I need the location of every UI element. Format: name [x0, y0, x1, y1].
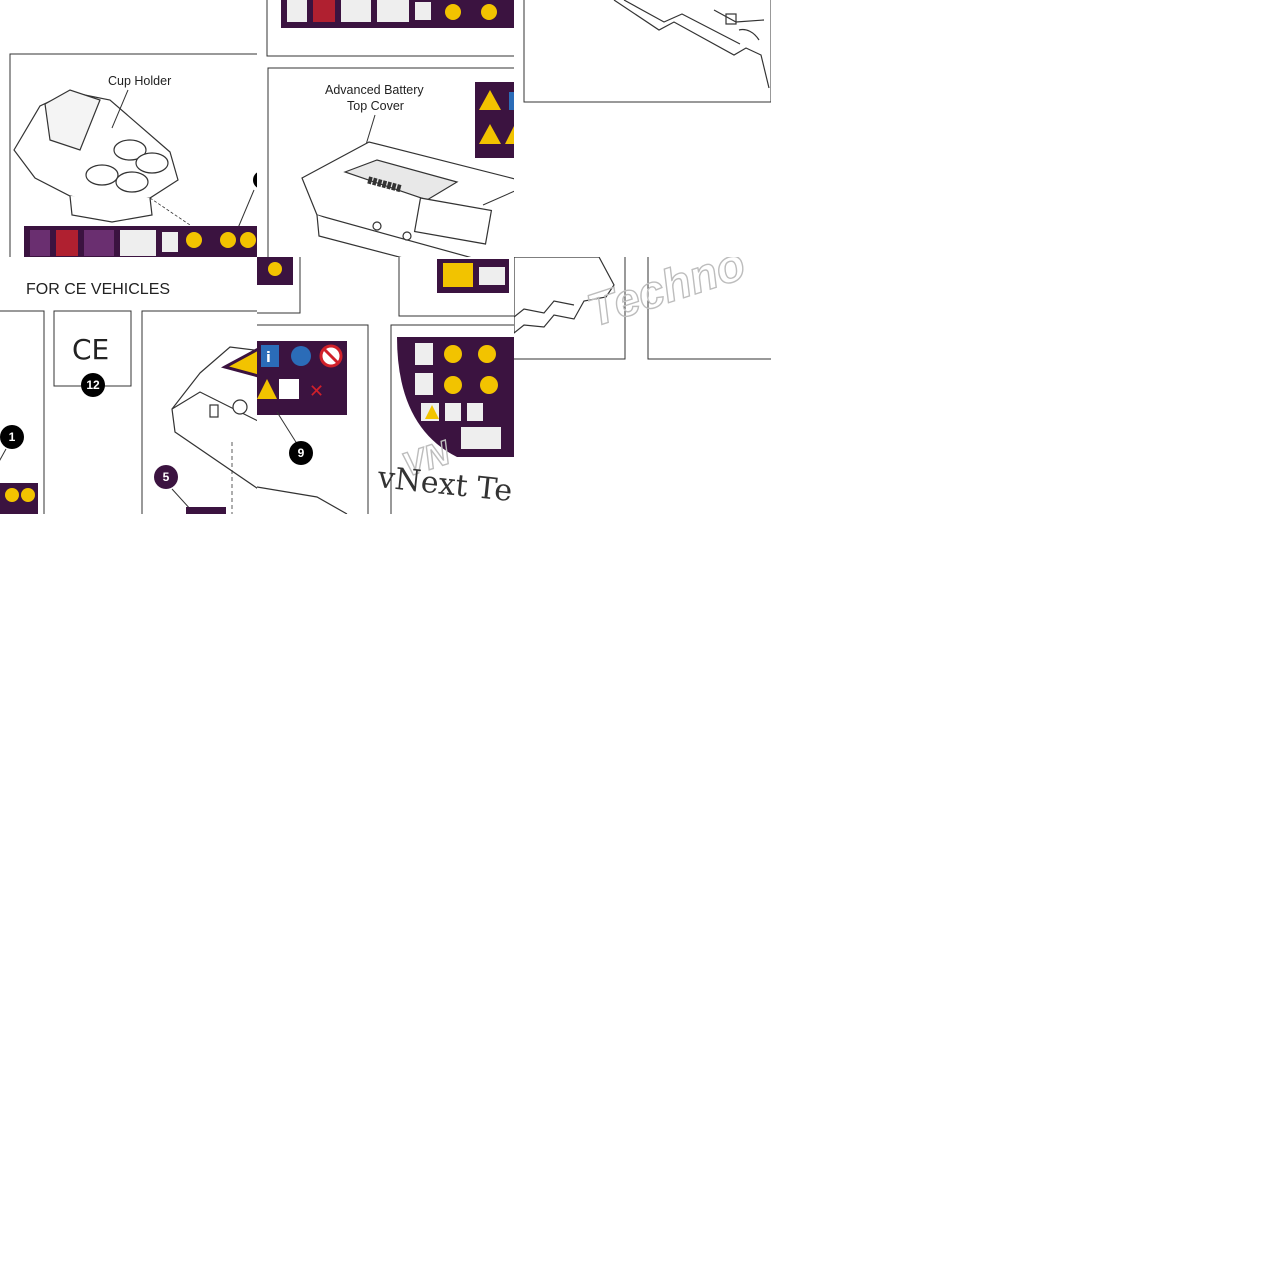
callout-1-number: 1 [9, 430, 16, 444]
decal-9-frame [257, 324, 369, 514]
callout-5-number: 5 [163, 470, 170, 484]
dashed-leader [149, 197, 191, 226]
safety-decal: i ✕ [257, 341, 347, 415]
callout-9 [289, 441, 313, 465]
partial-callout [253, 172, 257, 188]
battery-cover-part [301, 141, 514, 257]
ce-vehicles-diagram: FOR CE VEHICLES CE 12 1 5 [0, 281, 257, 514]
top-decal-strip [281, 0, 514, 28]
tile-cup-holder: Cup Holder [0, 0, 257, 257]
warning-triangle-icon [479, 90, 501, 110]
cover-edge-part [613, 0, 770, 89]
battery-cover-leader [364, 114, 376, 149]
cover-edge-frame [523, 0, 771, 103]
decal-strip [24, 226, 257, 257]
battery-cover-label-line1: Advanced Battery [325, 83, 424, 97]
wear-protection-icon [291, 346, 311, 366]
callout-12-number: 12 [86, 378, 100, 392]
cup-holder-label: Cup Holder [108, 74, 171, 88]
callout-9-number: 9 [298, 446, 305, 460]
mini-decal [437, 259, 509, 293]
battery-cover-frame [267, 67, 514, 257]
ce-cover-part [171, 346, 257, 489]
callout-5 [154, 465, 178, 489]
watermark-techno: Techno [581, 257, 751, 337]
warning-icon [257, 379, 277, 399]
cup-holder-leader [111, 89, 129, 129]
ce-warning-decal [220, 347, 257, 378]
right-frame [141, 310, 257, 514]
svg-text:✕: ✕ [309, 381, 324, 402]
left-decal [0, 483, 38, 514]
tile-decal-9: i ✕ 9 [257, 257, 514, 514]
callout-12 [81, 373, 105, 397]
battery-cover-diagram: Advanced Battery Top Cover ▮▮▮▮▮▮▮ [266, 0, 514, 257]
svg-text:i: i [266, 350, 271, 366]
warning-triangle-icon-2 [479, 124, 501, 144]
info-icon [261, 345, 279, 367]
tile-cover-edge [514, 0, 771, 257]
watermark-brand: vNext Te [375, 460, 514, 509]
cover-edge-diagram [523, 0, 771, 103]
ce-mark: CE [72, 333, 109, 366]
warning-decal [475, 82, 514, 158]
tile-ce-vehicles: FOR CE VEHICLES CE 12 1 5 [0, 257, 257, 514]
callout-leader [237, 189, 255, 229]
tile-watermark: Techno [514, 257, 771, 514]
ce-heading: FOR CE VEHICLES [26, 281, 170, 298]
decal-9-diagram: i ✕ 9 [257, 257, 514, 514]
large-decal [397, 337, 514, 457]
tile-battery-cover: Advanced Battery Top Cover ▮▮▮▮▮▮▮ [257, 0, 514, 257]
large-decal-frame [390, 324, 514, 514]
left-frame [0, 310, 45, 514]
callout-1 [0, 425, 24, 449]
cup-holder-part [13, 89, 179, 223]
battery-cover-label-line2: Top Cover [347, 99, 404, 113]
top-decal-frame [266, 0, 514, 57]
cover-end-part [514, 257, 615, 334]
cup-holder-diagram: Cup Holder [9, 53, 257, 257]
cup-holder-frame [9, 53, 257, 257]
watermark-diagram: Techno [514, 257, 771, 360]
